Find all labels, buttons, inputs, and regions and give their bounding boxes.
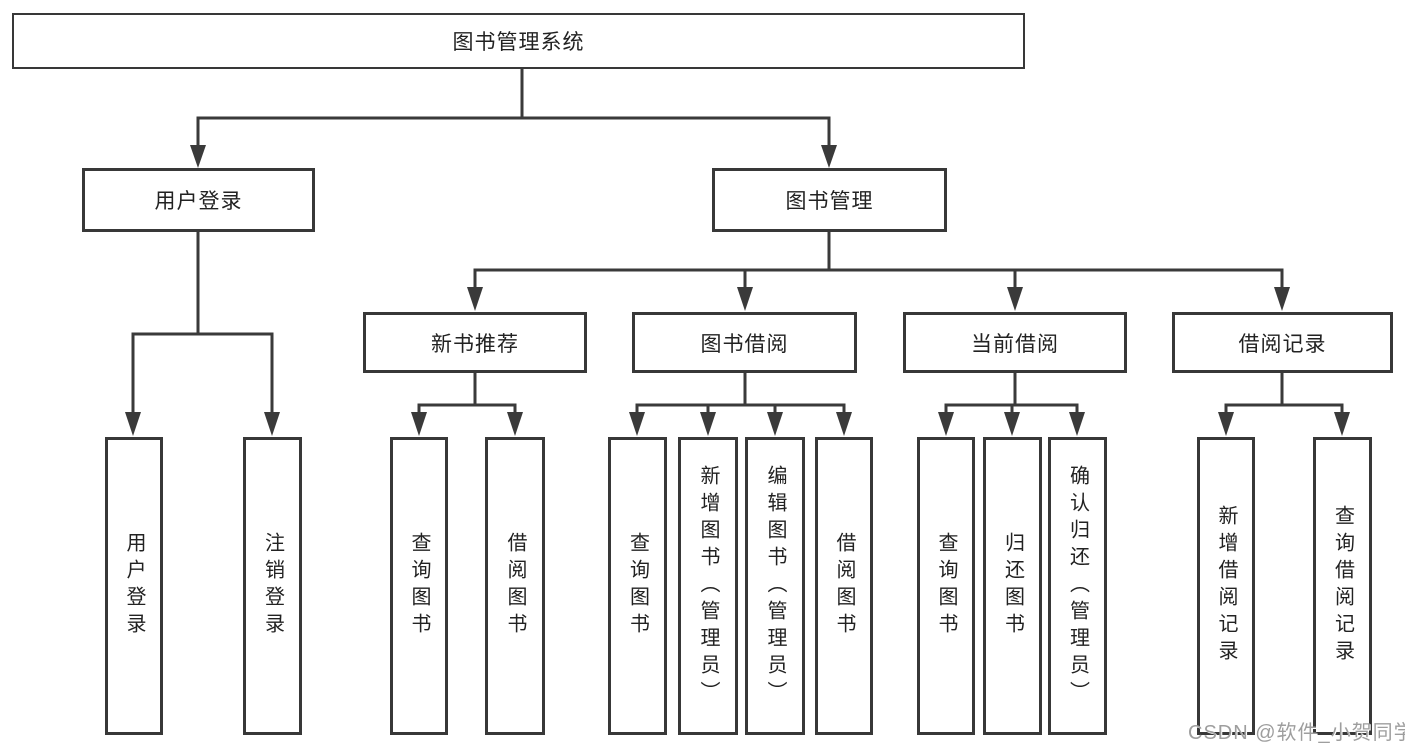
node-library-management-system: 图书管理系统 <box>12 13 1025 69</box>
edge-manage-to-categories <box>467 232 1290 311</box>
node-leaf-borrow-books: 借阅图书 <box>815 437 873 735</box>
node-leaf-edit-books-admin: 编辑图书（管理员） <box>745 437 805 735</box>
node-user-login: 用户登录 <box>82 168 315 232</box>
node-leaf-borrow-books-newbook: 借阅图书 <box>485 437 545 735</box>
edge-records-to-children <box>1218 373 1350 436</box>
edge-current-to-children <box>938 373 1085 436</box>
edge-login-to-children <box>125 232 280 436</box>
node-leaf-logout: 注销登录 <box>243 437 302 735</box>
node-leaf-query-books-borrow: 查询图书 <box>608 437 667 735</box>
node-book-borrowing: 图书借阅 <box>632 312 857 373</box>
node-current-borrowing: 当前借阅 <box>903 312 1127 373</box>
node-book-management: 图书管理 <box>712 168 947 232</box>
node-leaf-query-books-newbook: 查询图书 <box>390 437 448 735</box>
edge-borrow-to-children <box>629 373 852 436</box>
edge-root-to-level2 <box>190 69 837 168</box>
csdn-watermark: CSDN @软件_小贺同学 <box>1188 722 1405 744</box>
node-leaf-user-login: 用户登录 <box>105 437 163 735</box>
node-leaf-add-borrow-record: 新增借阅记录 <box>1197 437 1255 735</box>
node-leaf-confirm-return-admin: 确认归还（管理员） <box>1048 437 1107 735</box>
edge-newbook-to-children <box>411 373 523 436</box>
node-leaf-add-books-admin: 新增图书（管理员） <box>678 437 738 735</box>
node-leaf-query-books-current: 查询图书 <box>917 437 975 735</box>
node-leaf-query-borrow-record: 查询借阅记录 <box>1313 437 1372 735</box>
node-borrowing-records: 借阅记录 <box>1172 312 1393 373</box>
node-leaf-return-books: 归还图书 <box>983 437 1042 735</box>
node-new-book-recommendation: 新书推荐 <box>363 312 587 373</box>
